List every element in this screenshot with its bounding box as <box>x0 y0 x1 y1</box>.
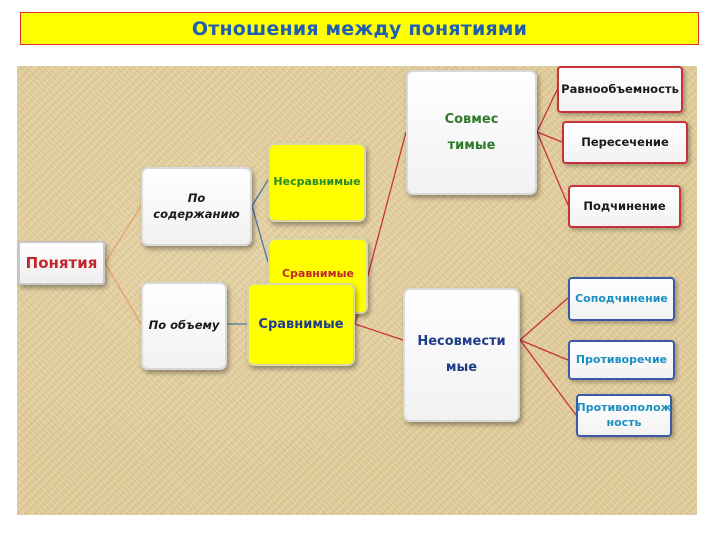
node-comparable-front: Сравнимые <box>247 283 355 366</box>
node-compatible: Совмес тимые <box>406 70 537 195</box>
node-concepts: Понятия <box>18 241 105 285</box>
node-by-volume: По объему <box>141 282 227 370</box>
title-bar: Отношения между понятиями <box>20 12 699 45</box>
node-by-content: По содержанию <box>141 167 252 246</box>
node-co-subordination: Соподчинение <box>568 277 675 321</box>
page-title: Отношения между понятиями <box>191 17 528 40</box>
node-incompatible: Несовмести мые <box>403 288 520 422</box>
node-contradiction: Противоречие <box>568 340 675 380</box>
node-incomparable: Несравнимые <box>268 143 366 222</box>
node-opposition: Противополож ность <box>576 394 672 437</box>
node-subordination: Подчинение <box>568 185 681 228</box>
node-equal-volume: Равнообъемность <box>557 66 683 113</box>
node-intersection: Пересечение <box>562 121 688 164</box>
